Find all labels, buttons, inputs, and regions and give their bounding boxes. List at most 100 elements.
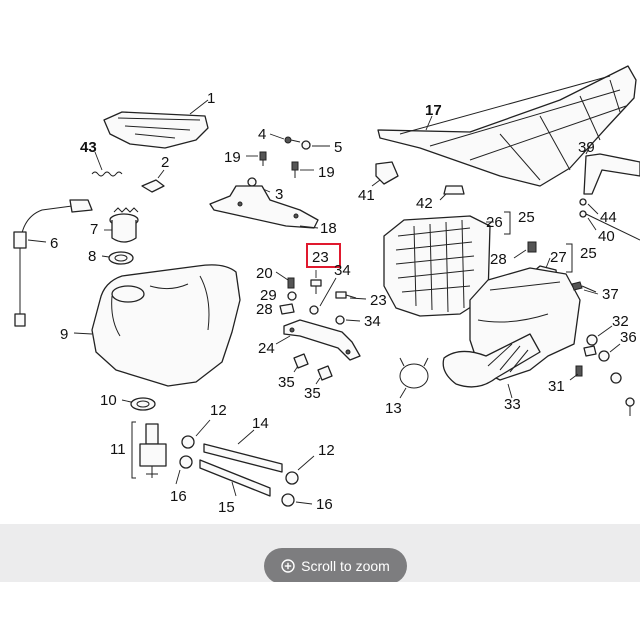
parts-diagram[interactable]: 1 2 3 4 5 6 7 8 9 10 11 12 12 13 14 15 1…: [0, 56, 640, 524]
scroll-to-zoom-button[interactable]: Scroll to zoom: [264, 548, 407, 584]
callout-labels: 1 2 3 4 5 6 7 8 9 10 11 12 12 13 14 15 1…: [50, 90, 637, 516]
part-28-clip-left: [279, 303, 295, 315]
callout-9: 9: [60, 326, 68, 343]
part-44-bolt: [579, 198, 599, 215]
part-23-screw-right: [335, 291, 367, 300]
part-32-fitting: [586, 325, 613, 346]
callout-14: 14: [252, 415, 269, 432]
part-36-grommet: [598, 343, 621, 362]
callout-2: 2: [161, 154, 169, 171]
part-33-airbox: [442, 267, 581, 399]
part-35-clip-left: [293, 353, 309, 373]
callout-4: 4: [258, 126, 266, 143]
callout-5: 5: [334, 139, 342, 156]
part-39-grab-rail: [583, 145, 640, 195]
callout-19-upper: 19: [224, 149, 241, 166]
part-19-bolt-upper: [246, 151, 267, 166]
callout-20: 20: [256, 265, 273, 282]
part-43-spring: [91, 151, 123, 177]
part-28-bolt-right: [513, 241, 537, 259]
callout-25-upper: 25: [518, 209, 535, 226]
callout-26: 26: [486, 214, 503, 231]
callout-6: 6: [50, 235, 58, 252]
part-42-rubber-damper: [439, 185, 465, 201]
part-34-nut-upper: [309, 277, 337, 315]
callout-1: 1: [207, 90, 215, 107]
scroll-to-zoom-label: Scroll to zoom: [301, 558, 390, 574]
callout-12-left: 12: [210, 402, 227, 419]
callout-17: 17: [425, 102, 442, 119]
part-11-fuel-valve: [131, 421, 167, 479]
part-16-clamp-left: [175, 455, 193, 485]
part-6-cable: [13, 199, 93, 327]
part-35-clip-right: [315, 365, 333, 385]
part-14-hose: [203, 429, 283, 473]
highlight-box: [306, 243, 341, 268]
callout-7: 7: [90, 221, 98, 238]
part-7-fuel-cap: [104, 207, 139, 243]
callout-27: 27: [550, 249, 567, 266]
callout-31: 31: [548, 378, 565, 395]
callout-32: 32: [612, 313, 629, 330]
part-15-hose: [199, 459, 271, 497]
callout-12-right: 12: [318, 442, 335, 459]
callout-10: 10: [100, 392, 117, 409]
callout-36: 36: [620, 329, 637, 346]
callout-34-upper: 34: [334, 262, 351, 279]
part-34-nut-lower: [335, 315, 361, 325]
zoom-in-icon: [281, 559, 295, 573]
callout-8: 8: [88, 248, 96, 265]
callout-43: 43: [80, 139, 97, 156]
part-20-bolt: [275, 271, 295, 289]
part-24-bracket: [275, 319, 361, 361]
part-37-bolt: [571, 281, 599, 295]
callout-24: 24: [258, 340, 275, 357]
callout-33: 33: [504, 396, 521, 413]
top-bar: [0, 0, 640, 56]
callout-42: 42: [416, 195, 433, 212]
callout-16-left: 16: [170, 488, 187, 505]
page-footer: [0, 582, 640, 640]
part-12-clamp-left: [181, 419, 211, 449]
callout-25-lower: 25: [580, 245, 597, 262]
callout-35-left: 35: [278, 374, 295, 391]
part-13-ring: [399, 357, 429, 399]
part-8-gasket: [101, 251, 134, 265]
callout-29: 29: [260, 287, 277, 304]
part-40-bolt: [579, 210, 640, 241]
callout-19-lower: 19: [318, 164, 335, 181]
part-5-washer: [301, 140, 330, 150]
callout-37: 37: [602, 286, 619, 303]
callout-18: 18: [320, 220, 337, 237]
callout-11: 11: [110, 441, 126, 458]
callout-23-right: 23: [370, 292, 387, 309]
part-1-headlight-cover: [103, 99, 209, 149]
part-19-bolt-lower: [291, 161, 314, 178]
callout-34-lower: 34: [364, 313, 381, 330]
part-9-fuel-tank: [73, 264, 241, 387]
callout-41: 41: [358, 187, 375, 204]
callout-13: 13: [385, 400, 402, 417]
callout-15: 15: [218, 499, 235, 516]
part-28-clip-right: [583, 345, 597, 357]
part-2-clip: [141, 169, 165, 193]
callout-44: 44: [600, 209, 617, 226]
part-4-screw: [269, 133, 301, 144]
part-41-bracket: [371, 161, 399, 187]
part-31-screw: [569, 365, 583, 381]
part-25-bracket-mark-upper: [504, 211, 511, 235]
part-10-ring: [121, 397, 156, 411]
callout-35-right: 35: [304, 385, 321, 402]
callout-16-right: 16: [316, 496, 333, 513]
part-12-clamp-right: [285, 455, 315, 485]
callout-28-left: 28: [256, 301, 273, 318]
part-18-bracket: [209, 185, 319, 229]
callout-3: 3: [275, 186, 283, 203]
part-16-clamp-right: [281, 493, 313, 507]
callout-39: 39: [578, 139, 595, 156]
callout-28-right: 28: [490, 251, 507, 268]
callout-40: 40: [598, 228, 615, 245]
part-grommet-far-right: [610, 372, 635, 416]
part-29-washer: [287, 291, 297, 301]
part-23-screw-highlighted: [310, 270, 322, 294]
